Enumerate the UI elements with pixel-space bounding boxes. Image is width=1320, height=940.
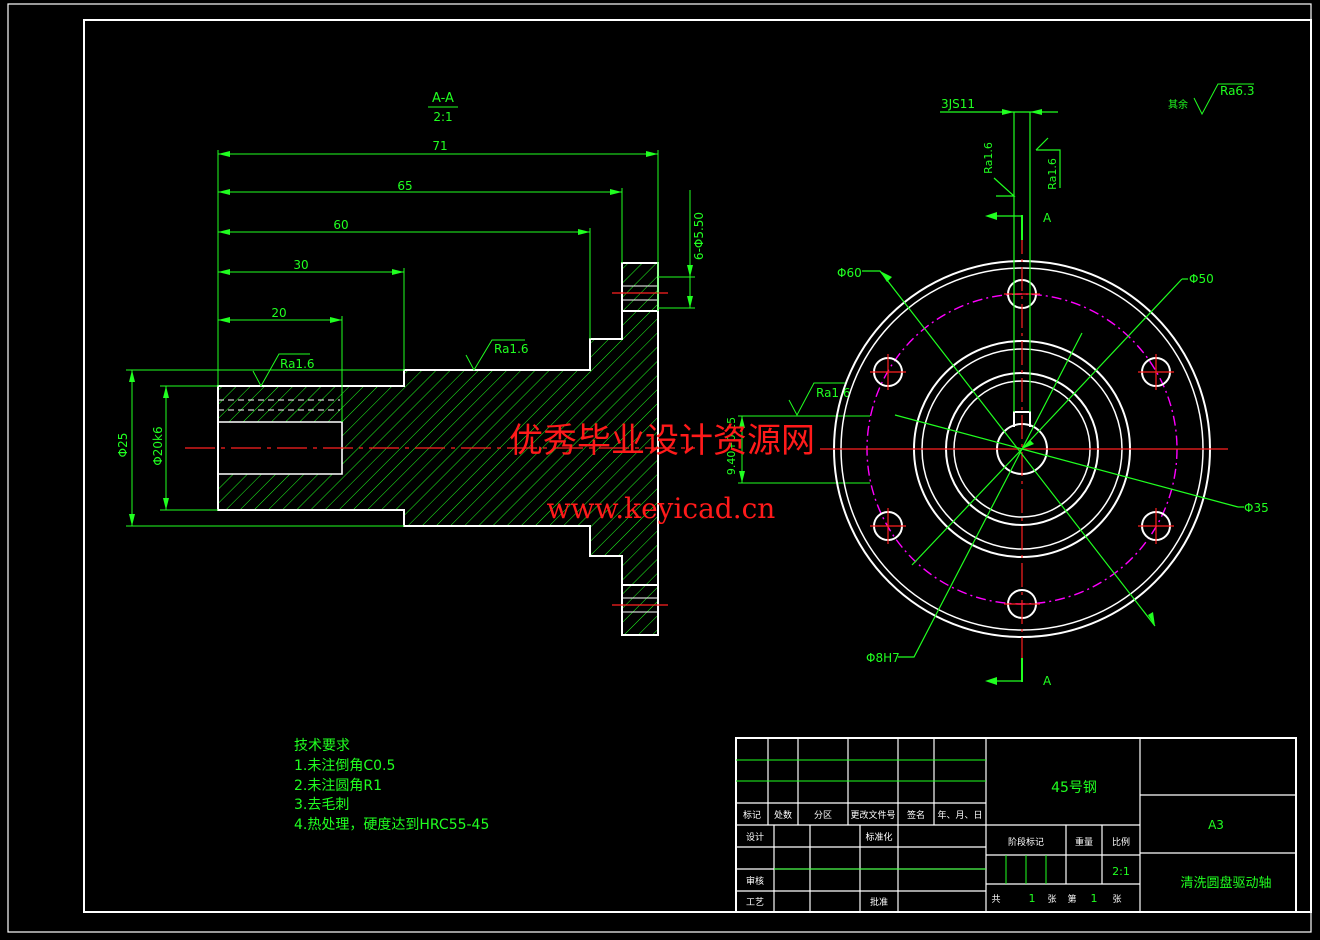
section-label: A-A <box>432 91 454 106</box>
tb-weight: 重量 <box>1075 836 1093 848</box>
roughness-1: Ra1.6 <box>280 357 315 371</box>
frame-border <box>83 19 1312 913</box>
dim-key-depth: 9.40+0.15 <box>725 417 738 475</box>
roughness-rest-value: Ra6.3 <box>1220 84 1255 98</box>
tb-stage: 阶段标记 <box>1008 836 1044 848</box>
tb-sheet-no-post: 张 <box>1112 894 1121 905</box>
tb-col-mark: 标记 <box>743 809 761 821</box>
dim-phi60: Φ60 <box>837 266 862 280</box>
dim-65: 65 <box>397 179 412 193</box>
section-dimension-lines <box>126 83 1254 527</box>
roughness-5: Ra1.6 <box>1046 158 1059 190</box>
section-view <box>185 262 695 636</box>
dim-dia20: Φ20k6 <box>151 426 165 465</box>
tech-line-4: 4.热处理，硬度达到HRC55-45 <box>294 817 489 833</box>
roughness-rest-label: 其余 <box>1168 98 1188 111</box>
cut-mark-top: A <box>1043 211 1052 225</box>
tb-design: 设计 <box>746 831 764 843</box>
tb-scale-label: 比例 <box>1112 836 1130 848</box>
dim-20: 20 <box>271 306 286 320</box>
tb-process: 工艺 <box>746 897 764 908</box>
watermark-cn: 优秀毕业设计资源网 <box>509 421 815 461</box>
dim-hole: 6-Φ5.50 <box>692 212 706 260</box>
tb-col-zone: 分区 <box>814 810 832 821</box>
section-dimension-arrows <box>129 151 745 526</box>
dim-phi8: Φ8H7 <box>866 651 900 665</box>
tb-sheet-total: 1 <box>1029 892 1036 905</box>
tb-col-doc: 更改文件号 <box>850 809 895 821</box>
tb-col-count: 处数 <box>774 809 792 821</box>
tb-sheet-no-pre: 第 <box>1067 893 1076 905</box>
title-block-inner-lines <box>736 759 1047 884</box>
title-block-text: 标记 处数 分区 更改文件号 签名 年、月、日 设计 标准化 审核 工艺 批准 … <box>743 780 1272 908</box>
section-scale: 2:1 <box>433 110 452 124</box>
dim-phi50: Φ50 <box>1189 272 1214 286</box>
tb-sheet-no: 1 <box>1091 892 1098 905</box>
tb-review: 审核 <box>746 875 764 887</box>
tb-standard: 标准化 <box>865 831 892 843</box>
dim-dia25: Φ25 <box>116 433 130 458</box>
tb-sheet-size: A3 <box>1208 818 1224 832</box>
dim-71: 71 <box>432 139 447 153</box>
tech-line-1: 1.未注倒角C0.5 <box>294 758 395 774</box>
front-dimension-arrows <box>880 109 1155 685</box>
dim-phi35: Φ35 <box>1244 501 1269 515</box>
roughness-3: Ra1.6 <box>816 386 851 400</box>
tech-title: 技术要求 <box>294 738 350 754</box>
tb-scale-value: 2:1 <box>1112 865 1130 878</box>
dim-30: 30 <box>293 258 308 272</box>
tb-sheet-total-pre: 共 <box>991 894 1000 905</box>
tb-part-name: 清洗圆盘驱动轴 <box>1180 875 1271 891</box>
roughness-2: Ra1.6 <box>494 342 529 356</box>
dim-60: 60 <box>333 218 348 232</box>
technical-requirements: 技术要求 1.未注倒角C0.5 2.未注圆角R1 3.去毛刺 4.热处理，硬度达… <box>294 738 489 833</box>
tb-col-date: 年、月、日 <box>937 809 982 821</box>
tech-line-2: 2.未注圆角R1 <box>294 778 382 794</box>
tech-line-3: 3.去毛刺 <box>294 797 349 813</box>
tb-material: 45号钢 <box>1051 780 1097 796</box>
roughness-4: Ra1.6 <box>982 142 995 174</box>
watermark-url: www.keyicad.cn <box>547 492 776 525</box>
dim-keyway: 3JS11 <box>941 97 975 111</box>
cut-mark-bottom: A <box>1043 674 1052 688</box>
tb-sheet-total-post: 张 <box>1047 894 1056 905</box>
tb-approve: 批准 <box>870 896 888 908</box>
front-dimension-lines <box>862 111 1244 682</box>
tb-col-sign: 签名 <box>907 809 925 821</box>
outer-border <box>7 3 1312 933</box>
